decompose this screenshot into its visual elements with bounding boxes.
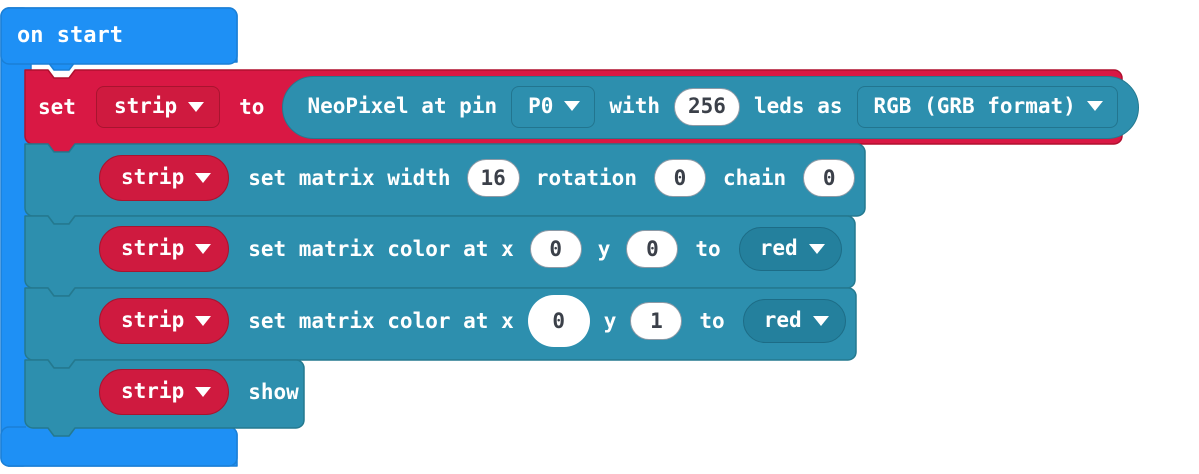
color-dropdown[interactable]: red xyxy=(738,227,842,271)
y-label: y xyxy=(603,308,617,333)
set-keyword-label: set xyxy=(38,94,76,119)
chevron-down-icon xyxy=(1086,101,1103,111)
rotation-label: rotation xyxy=(535,165,637,190)
pin-dropdown[interactable]: P0 xyxy=(511,85,596,128)
variable-dropdown-strip[interactable]: strip xyxy=(99,369,230,415)
set-matrix-color-label: set matrix color at x xyxy=(248,236,514,261)
color-value-label: red xyxy=(759,236,798,260)
matrix-color-y-input[interactable]: 1 xyxy=(630,302,683,340)
chevron-down-icon xyxy=(195,315,212,326)
with-label: with xyxy=(609,94,660,118)
y-label: y xyxy=(597,236,611,261)
variable-name-label: strip xyxy=(113,94,178,118)
chevron-down-icon xyxy=(195,243,212,254)
variable-dropdown-strip[interactable]: strip xyxy=(99,226,230,272)
variable-dropdown-strip[interactable]: strip xyxy=(99,155,230,201)
variable-name-label: strip xyxy=(121,308,185,332)
to-label: to xyxy=(695,236,721,261)
chevron-down-icon xyxy=(195,172,212,183)
matrix-color-y-input[interactable]: 0 xyxy=(626,230,679,268)
leds-as-label: leds as xyxy=(753,94,843,118)
chevron-down-icon xyxy=(564,101,581,111)
show-label: show xyxy=(248,379,299,404)
chain-input[interactable]: 0 xyxy=(803,159,856,197)
to-keyword-label: to xyxy=(239,94,265,119)
variable-dropdown-strip[interactable]: strip xyxy=(95,86,221,128)
chevron-down-icon xyxy=(808,243,825,254)
variable-name-label: strip xyxy=(121,165,185,189)
rgb-format-value-label: RGB (GRB format) xyxy=(873,93,1076,118)
rgb-format-dropdown[interactable]: RGB (GRB format) xyxy=(856,85,1118,128)
matrix-width-input[interactable]: 16 xyxy=(466,159,520,197)
variable-name-label: strip xyxy=(121,379,185,403)
variable-dropdown-strip[interactable]: strip xyxy=(99,298,230,344)
chevron-down-icon xyxy=(195,386,212,397)
chevron-down-icon xyxy=(188,101,205,112)
neopixel-prefix-label: NeoPixel at pin xyxy=(307,94,498,118)
rotation-input[interactable]: 0 xyxy=(653,159,706,197)
leds-count-input[interactable]: 256 xyxy=(673,87,740,126)
on-start-label: on start xyxy=(17,23,123,48)
chevron-down-icon xyxy=(812,315,829,326)
variable-name-label: strip xyxy=(121,236,185,260)
color-dropdown[interactable]: red xyxy=(742,299,846,343)
neopixel-create-reporter-block[interactable]: NeoPixel at pin P0 with 256 leds as RGB … xyxy=(282,75,1139,139)
to-label: to xyxy=(699,308,725,333)
set-matrix-width-block-shape[interactable] xyxy=(24,143,866,225)
color-value-label: red xyxy=(763,308,802,332)
set-matrix-width-label: set matrix width xyxy=(248,165,451,190)
set-matrix-color-label: set matrix color at x xyxy=(248,308,514,333)
matrix-color-x-input[interactable]: 0 xyxy=(529,230,582,268)
matrix-color-x-input[interactable]: 0 xyxy=(527,295,590,347)
pin-value-label: P0 xyxy=(528,93,554,118)
chain-label: chain xyxy=(722,165,787,190)
